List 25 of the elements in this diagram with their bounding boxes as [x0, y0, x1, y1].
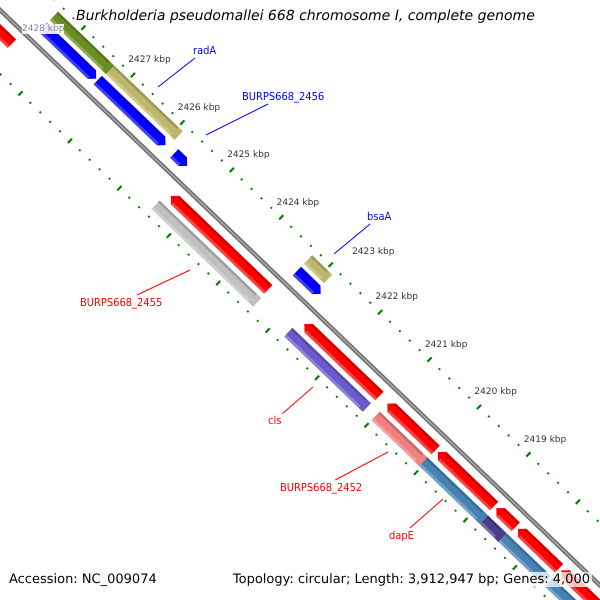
leader-line — [334, 452, 388, 480]
scale-label: 2420 kbp — [474, 387, 517, 398]
leader-line — [136, 270, 190, 296]
leader-line — [206, 104, 269, 136]
scale-label: 2422 kbp — [376, 292, 418, 302]
gene-label: bsaA — [367, 210, 392, 223]
scale-label: 2419 kbp — [524, 434, 566, 445]
gene-label: BURPS668_2455 — [80, 296, 162, 309]
scale-label: 2423 kbp — [352, 246, 394, 257]
scale-label: 2428 kbp — [22, 24, 64, 34]
scale-label: 2426 kbp — [178, 102, 220, 113]
gene-label: cls — [268, 414, 282, 427]
leader-line — [282, 386, 314, 414]
leader-line — [409, 498, 444, 528]
gene-label: BURPS668_2456 — [242, 90, 324, 103]
scale-label: 2421 kbp — [424, 340, 468, 350]
accession-text: Accession: NC_009074 — [9, 572, 157, 587]
leader-line — [334, 224, 371, 254]
scale-label: 2427 kbp — [128, 55, 171, 66]
gene-label: dapE — [389, 529, 414, 542]
gene-label: BURPS668_2452 — [280, 481, 362, 494]
leader-line — [158, 58, 196, 88]
scale-label: 2424 kbp — [276, 198, 320, 208]
gene-label: radA — [193, 44, 216, 57]
scale-label: 2425 kbp — [227, 150, 270, 160]
